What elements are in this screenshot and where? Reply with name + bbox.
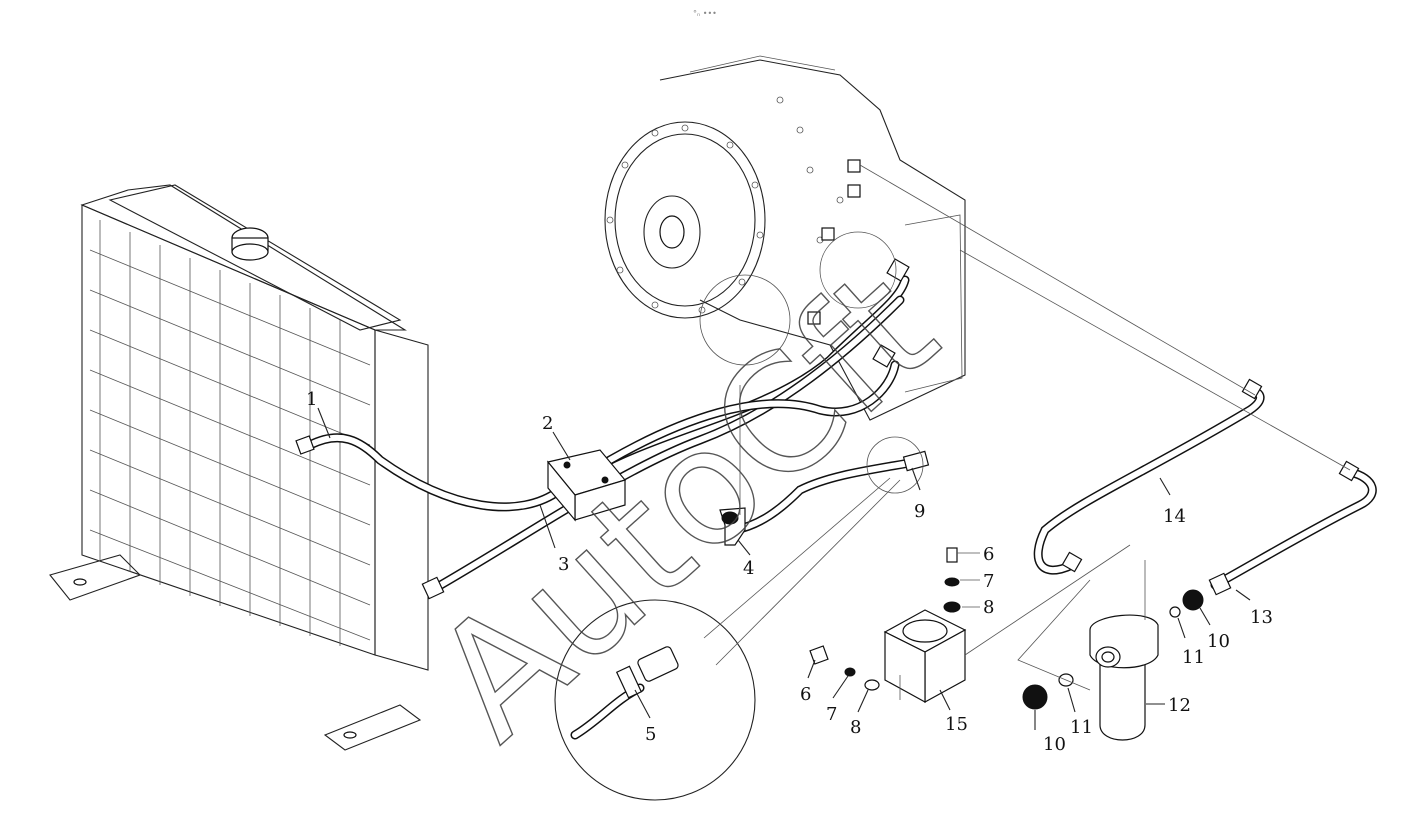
callout-11: 11 <box>1182 647 1205 668</box>
callout-7b: 7 <box>826 704 837 725</box>
callout-1: 1 <box>306 389 317 410</box>
callout-6b: 6 <box>800 684 811 705</box>
callout-15: 15 <box>945 714 968 735</box>
callout-10: 10 <box>1207 631 1230 652</box>
callout-9: 9 <box>914 501 925 522</box>
callout-13: 13 <box>1250 607 1273 628</box>
callout-3: 3 <box>558 554 569 575</box>
clamp <box>546 449 627 522</box>
guide-lines <box>699 164 1351 471</box>
transmission <box>604 55 966 421</box>
filter-assembly <box>809 544 1204 741</box>
callout-14: 14 <box>1163 506 1186 527</box>
hose-assemblies <box>295 258 1377 600</box>
radiator-core-grid <box>89 220 371 646</box>
callout-6: 6 <box>983 544 994 565</box>
callout-12: 12 <box>1168 695 1191 716</box>
callout-2: 2 <box>542 413 553 434</box>
callout-5: 5 <box>645 724 656 745</box>
top-marker: °ₙ ••• <box>693 9 717 18</box>
detail-view <box>554 385 924 801</box>
callout-8b: 8 <box>850 717 861 738</box>
callout-7: 7 <box>983 571 994 592</box>
callout-11b: 11 <box>1070 717 1093 738</box>
callout-4: 4 <box>743 558 754 579</box>
callout-10b: 10 <box>1043 734 1066 755</box>
radiator <box>49 184 429 751</box>
callout-8: 8 <box>983 597 994 618</box>
callouts: 1 2 3 4 5 6 7 8 9 10 11 12 13 14 15 6 7 … <box>306 389 1273 755</box>
